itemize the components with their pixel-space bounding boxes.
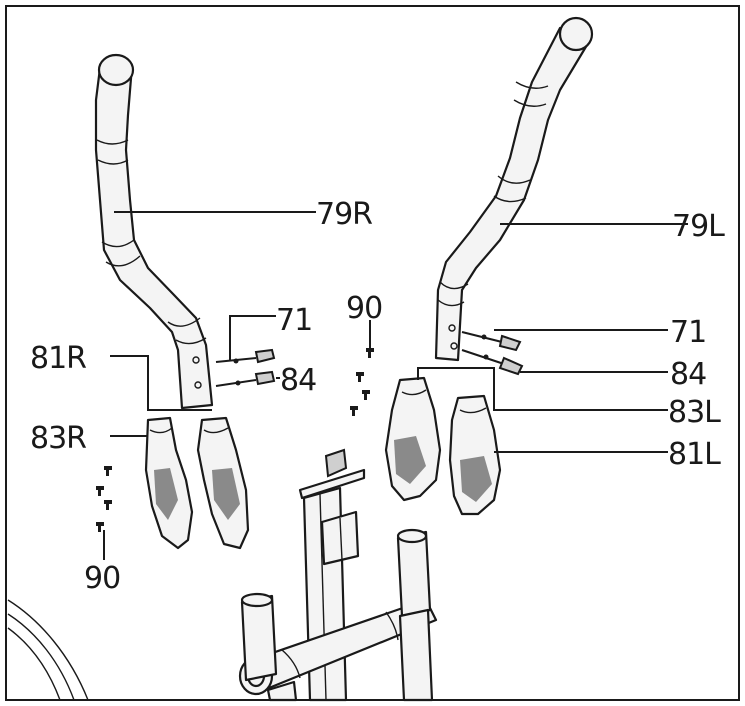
bolt-71-right — [215, 348, 276, 364]
leader-lines — [103, 211, 688, 560]
flywheel-edge — [7, 599, 89, 701]
cover-81l — [448, 394, 502, 516]
bolt-71-left — [461, 331, 522, 352]
callout-79r: 79R — [316, 197, 372, 232]
screws-90-bottom — [96, 466, 112, 532]
callout-81l: 81L — [668, 437, 721, 472]
handlebar-79r — [94, 53, 214, 410]
callout-90-bottom: 90 — [84, 561, 120, 596]
cover-83l — [384, 376, 442, 502]
washer-84-left — [461, 349, 524, 376]
washer-84-right — [215, 370, 276, 387]
lower-crossbar — [238, 528, 438, 702]
cover-83r — [144, 416, 194, 550]
screws-90-top — [350, 348, 374, 416]
callout-71-right: 71 — [276, 303, 312, 338]
callout-84-left: 84 — [670, 357, 706, 392]
diagram-border — [5, 5, 740, 701]
callout-83l: 83L — [668, 395, 721, 430]
callout-79l: 79L — [672, 209, 725, 244]
handlebar-79l — [434, 16, 594, 362]
callout-71-left: 71 — [670, 315, 706, 350]
callout-84-right: 84 — [280, 363, 316, 398]
callout-90-top: 90 — [346, 291, 382, 326]
callout-83r: 83R — [30, 421, 86, 456]
callout-81r: 81R — [30, 341, 86, 376]
cover-81r — [196, 416, 250, 550]
